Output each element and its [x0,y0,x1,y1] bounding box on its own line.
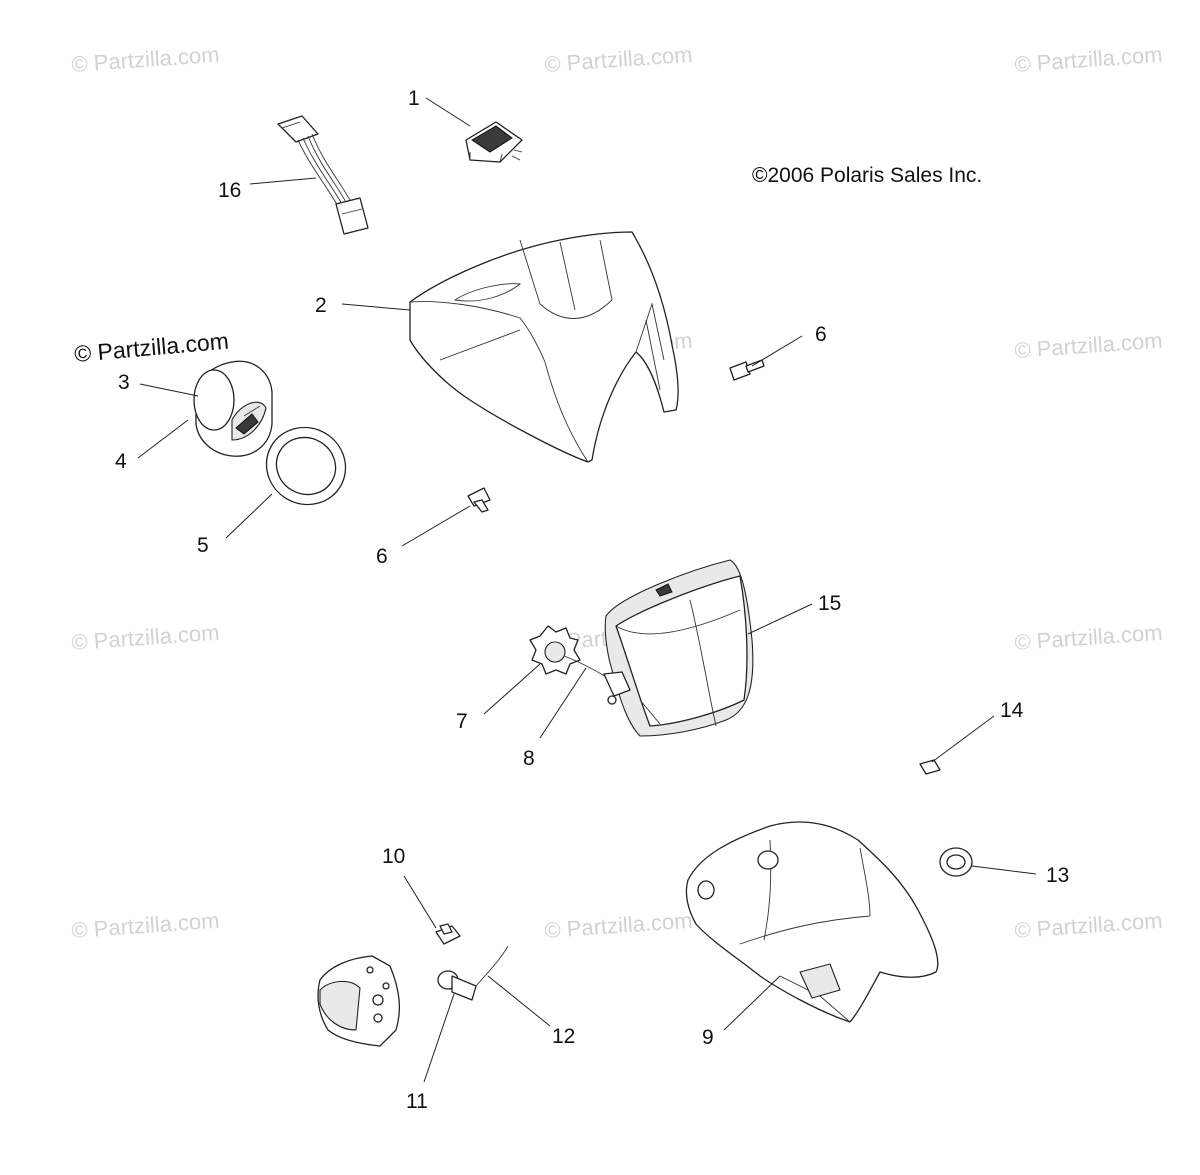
watermark: © Partzilla.com [1014,42,1164,77]
watermark: © Partzilla.com [544,42,694,77]
watermark: © Partzilla.com [544,908,694,943]
bezel-cap-part [193,360,273,457]
callout-numbers: 1 2 3 4 5 6 6 7 8 9 10 11 12 13 14 15 16 [115,87,1069,1113]
rocker-switch-part [465,121,523,163]
watermark: © Partzilla.com [1014,328,1164,363]
copyright-text: ©2006 Polaris Sales Inc. [752,164,982,187]
speedo-cable-part [563,655,631,705]
brake-mechanism-part [317,955,400,1047]
headlight-housing-part [604,559,754,737]
callout-14: 14 [1000,699,1024,722]
callout-13: 13 [1046,864,1069,887]
callout-9: 9 [702,1026,714,1049]
leader-lines [137,97,1037,1083]
watermarks: © Partzilla.com © Partzilla.com © Partzi… [71,42,1164,943]
bolt-part [435,923,461,945]
gear-part [529,625,581,675]
callout-15: 15 [818,592,841,615]
upper-cover-part [409,231,679,463]
watermark: © Partzilla.com [71,908,221,943]
callout-8: 8 [523,747,535,770]
washer-part [939,847,973,877]
clip-part [919,759,941,775]
watermark: © Partzilla.com [1014,620,1164,655]
partzilla-watermark: © Partzilla.com [73,328,230,367]
screw-upper-part [729,359,765,381]
callout-1: 1 [408,87,420,110]
callout-16: 16 [218,179,241,202]
screw-lower-part [467,487,491,513]
seal-ring-part [265,426,347,506]
callout-12: 12 [552,1025,575,1048]
callout-6-lower: 6 [376,545,388,568]
callout-10: 10 [382,845,405,868]
callout-2: 2 [315,294,327,317]
callout-3: 3 [118,371,130,394]
callout-7: 7 [456,710,468,733]
callout-4: 4 [115,450,127,473]
callout-6-upper: 6 [815,323,827,346]
watermark: © Partzilla.com [1014,908,1164,943]
watermark: © Partzilla.com [71,620,221,655]
sensor-part [437,945,509,1001]
callout-5: 5 [197,534,209,557]
lower-housing-part [685,821,939,1023]
wiring-harness-part [277,115,369,235]
watermark: © Partzilla.com [71,42,221,77]
callout-11: 11 [406,1090,428,1113]
